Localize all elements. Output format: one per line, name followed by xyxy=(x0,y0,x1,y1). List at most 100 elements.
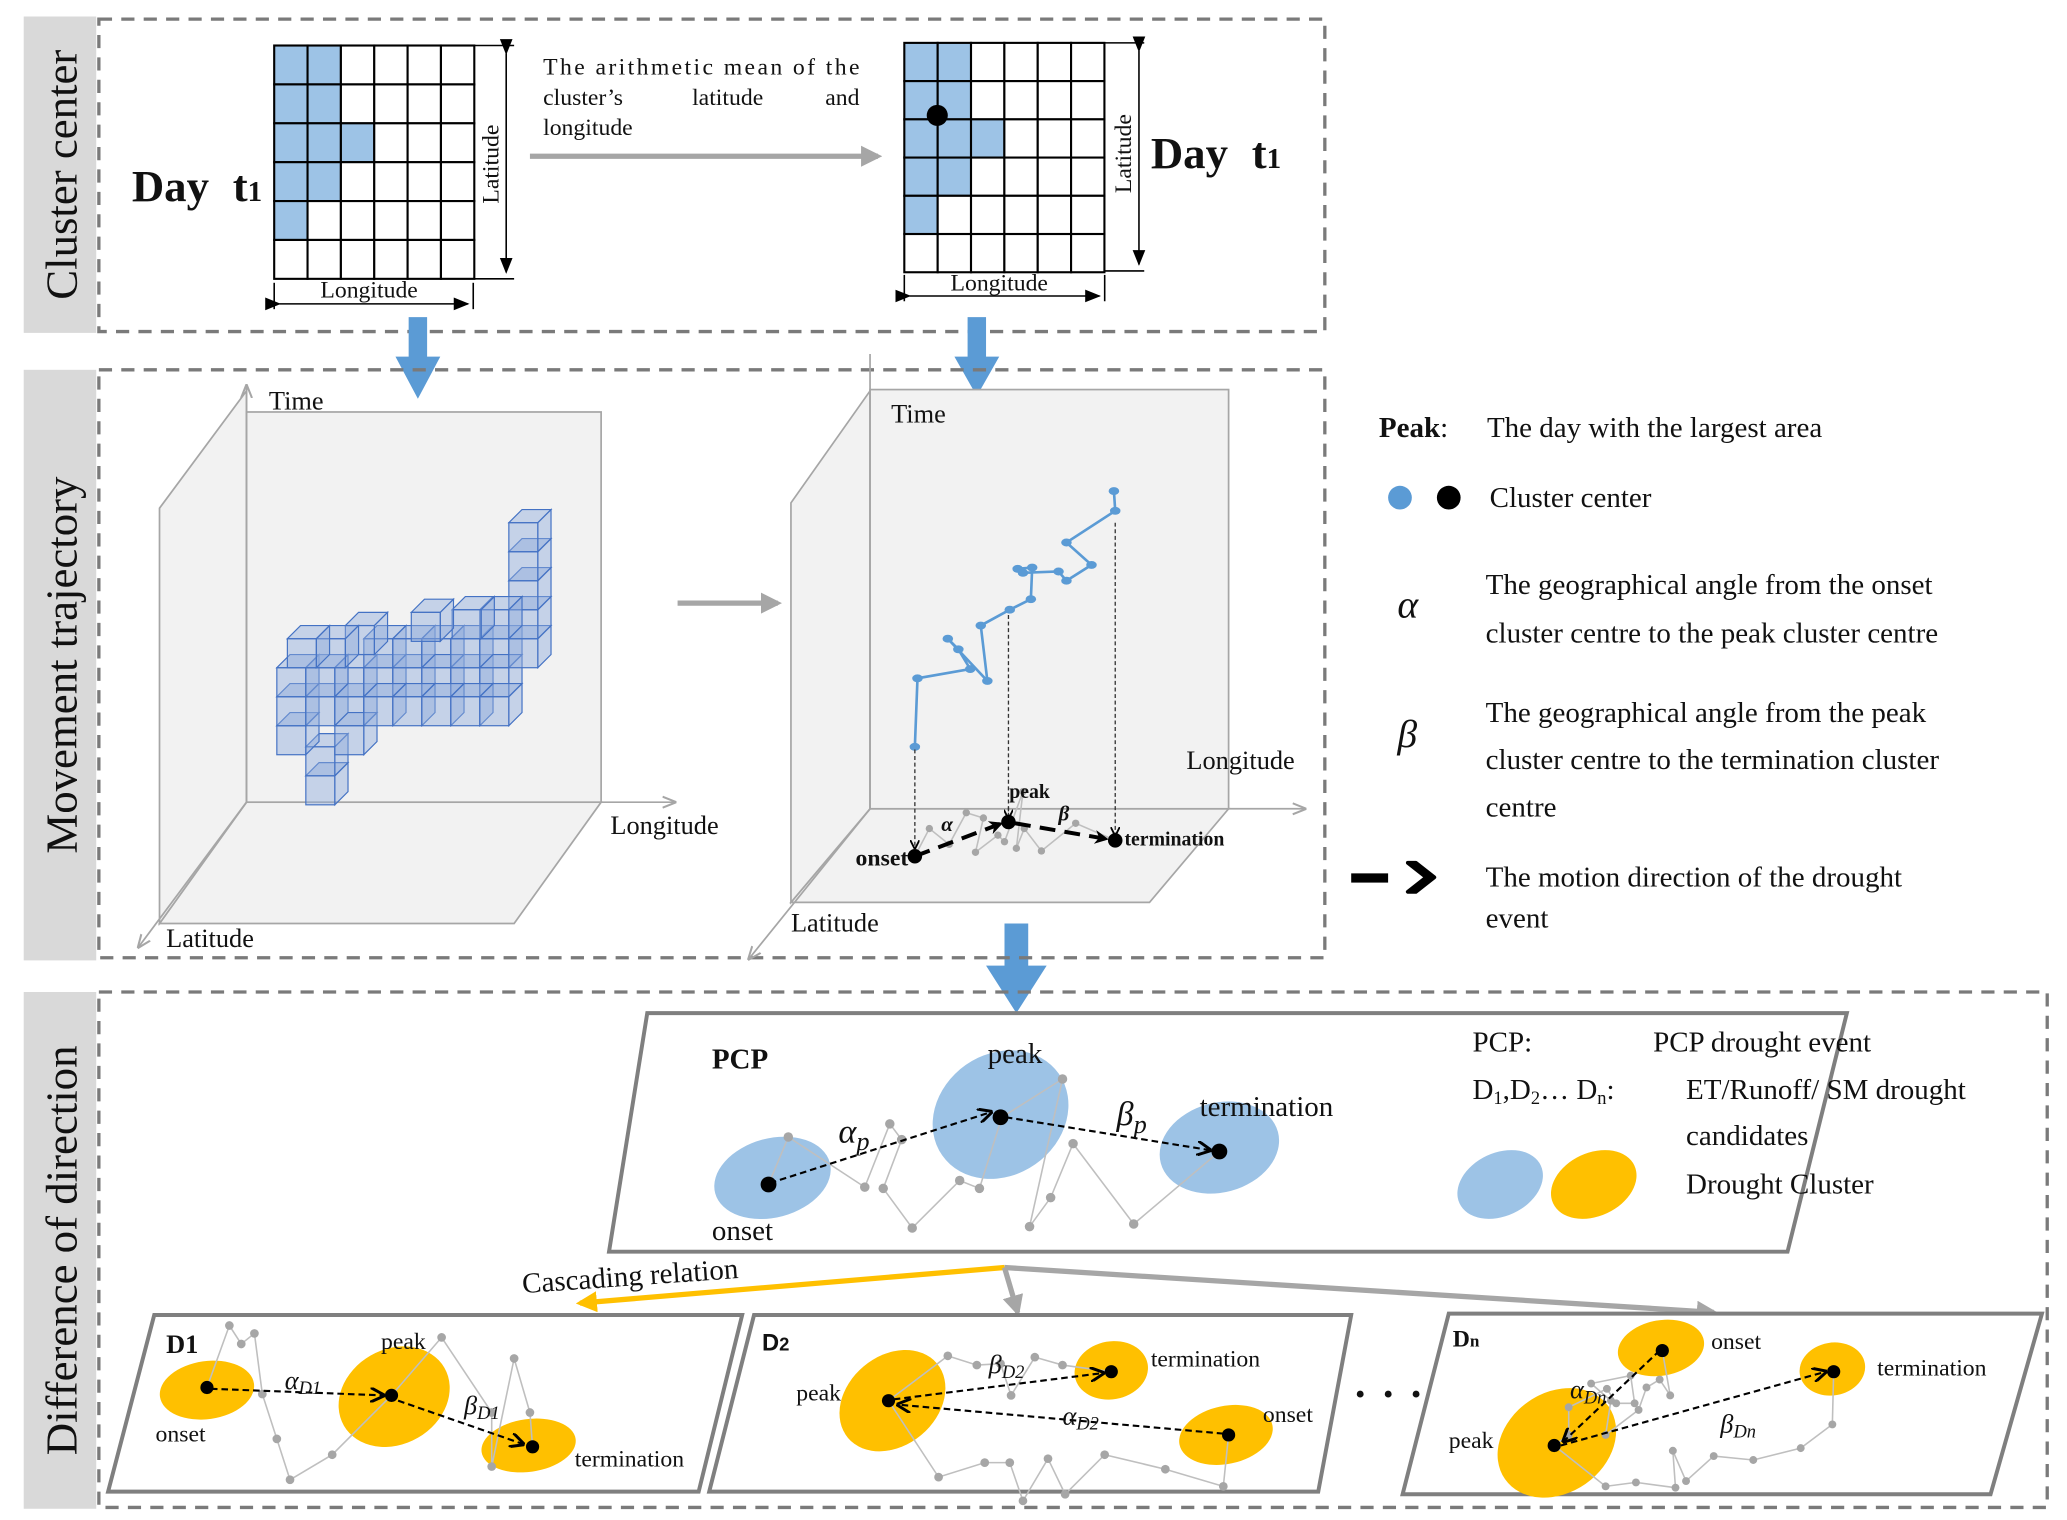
trajectory-path xyxy=(909,487,1121,751)
path-point xyxy=(1058,1360,1067,1370)
path-point xyxy=(272,1434,282,1444)
legend-pcp-desc: PCP drought event xyxy=(1653,1026,1871,1058)
path-point xyxy=(487,1408,497,1417)
path-point xyxy=(979,814,988,822)
path-point xyxy=(972,1360,982,1370)
down-arrow-left xyxy=(395,317,441,399)
grid-cell xyxy=(406,200,443,242)
path-point xyxy=(1626,1371,1635,1380)
alpha-d1-label: αD1 xyxy=(285,1366,321,1398)
trajectory-point xyxy=(1026,563,1038,572)
longitude-label-right: Longitude xyxy=(950,271,1048,297)
grid-cell xyxy=(339,161,376,203)
grid-cell xyxy=(1036,41,1073,83)
grid-cell-filled xyxy=(339,122,376,164)
grid-cell-filled xyxy=(306,44,342,86)
trajectory-point xyxy=(1025,595,1037,604)
alpha-arrow xyxy=(210,1389,384,1396)
path-point xyxy=(1128,1219,1139,1229)
legend-cluster-center: Cluster center xyxy=(1490,482,1652,514)
grid-cell xyxy=(306,200,342,242)
side-label-bg xyxy=(23,16,97,333)
grid-cell xyxy=(903,232,939,274)
grid-cell-filled xyxy=(273,161,309,203)
grid-cell xyxy=(1003,118,1039,159)
legend-d-desc-2: candidates xyxy=(1686,1120,1808,1152)
grid-cell xyxy=(969,156,1006,197)
voxel xyxy=(392,638,423,669)
voxel xyxy=(450,696,481,727)
alpha-dn-label: αDn xyxy=(1570,1375,1606,1407)
alpha-d2-label: αD2 xyxy=(1063,1401,1099,1433)
beta-arrow xyxy=(893,1373,1104,1401)
path-point xyxy=(1749,1456,1758,1464)
grid-cell xyxy=(439,83,476,125)
time-label: Time xyxy=(891,400,946,429)
grid-cell xyxy=(273,238,309,280)
dn-title: Dn xyxy=(1453,1327,1480,1353)
legend-beta-symbol: β xyxy=(1396,712,1417,756)
trajectory-point xyxy=(1053,567,1064,576)
grid-cell xyxy=(439,44,476,86)
path-point xyxy=(1160,1464,1170,1474)
trajectory-3d: Time Longitude Latitude onset peak termi… xyxy=(749,353,1305,959)
grid-cell xyxy=(406,83,443,125)
legend-peak: Peak: xyxy=(1379,412,1448,444)
voxel xyxy=(286,638,317,669)
beta-symbol: β xyxy=(1058,802,1070,826)
trajectory-point xyxy=(1017,568,1029,577)
trajectory-point xyxy=(1086,560,1097,569)
termination-label: termination xyxy=(1877,1356,1986,1382)
grid-cell xyxy=(1070,41,1106,83)
grid-cell xyxy=(373,200,409,242)
grid-cell-filled xyxy=(273,44,309,86)
trajectory-point xyxy=(1004,605,1016,614)
voxel xyxy=(276,725,307,756)
grid-cell xyxy=(373,238,409,280)
grid-cell-filled xyxy=(903,156,939,197)
legend-motion-desc-1: The motion direction of the drought xyxy=(1486,862,1902,894)
grid-cell xyxy=(439,122,476,164)
grid-cell-filled xyxy=(273,200,309,242)
grid-cell xyxy=(373,161,409,203)
voxel xyxy=(363,696,394,727)
path-point xyxy=(236,1339,246,1349)
grid-cell-filled xyxy=(969,118,1006,159)
section-box xyxy=(97,17,1327,334)
path-line xyxy=(767,1077,1220,1230)
termination-center xyxy=(1211,1143,1228,1160)
termination-center xyxy=(1827,1365,1841,1379)
voxel-cube-3d: Time Longitude Latitude xyxy=(138,386,719,953)
path-point xyxy=(1068,1138,1078,1149)
path-point xyxy=(1601,1482,1610,1491)
onset-center xyxy=(760,1176,777,1193)
path-point xyxy=(1057,1074,1068,1084)
latitude-label: Latitude xyxy=(166,924,254,953)
dn-panel: Dn onset termination peak αDn βDn xyxy=(1400,1311,2045,1498)
grid-cell xyxy=(1003,194,1039,236)
voxel xyxy=(305,775,336,806)
alpha-p-label: αp xyxy=(838,1112,869,1156)
grid-cell xyxy=(406,161,443,203)
path-point xyxy=(1024,1221,1035,1232)
beta-d1-label: βD1 xyxy=(463,1391,500,1423)
grid-cell xyxy=(1070,232,1106,274)
voxel xyxy=(334,725,365,756)
d1-title: D1 xyxy=(166,1330,198,1359)
trajectory-point xyxy=(953,645,964,654)
d2-title: D2 xyxy=(762,1331,789,1357)
path-point xyxy=(1043,1454,1053,1464)
grid-cell xyxy=(936,232,973,274)
onset-center xyxy=(200,1380,214,1395)
path-point xyxy=(1631,1478,1640,1487)
pcp-title: PCP xyxy=(712,1043,768,1075)
trajectory-point xyxy=(1061,576,1072,585)
termination-center xyxy=(1107,833,1123,848)
onset-label: onset xyxy=(712,1215,773,1247)
path-point xyxy=(509,1354,519,1363)
voxel xyxy=(508,638,539,669)
peak-center xyxy=(881,1394,896,1408)
section-label-movement-trajectory: Movement trajectory xyxy=(36,476,86,854)
grid-cell-filled xyxy=(903,118,939,159)
alpha-symbol: α xyxy=(941,812,953,836)
